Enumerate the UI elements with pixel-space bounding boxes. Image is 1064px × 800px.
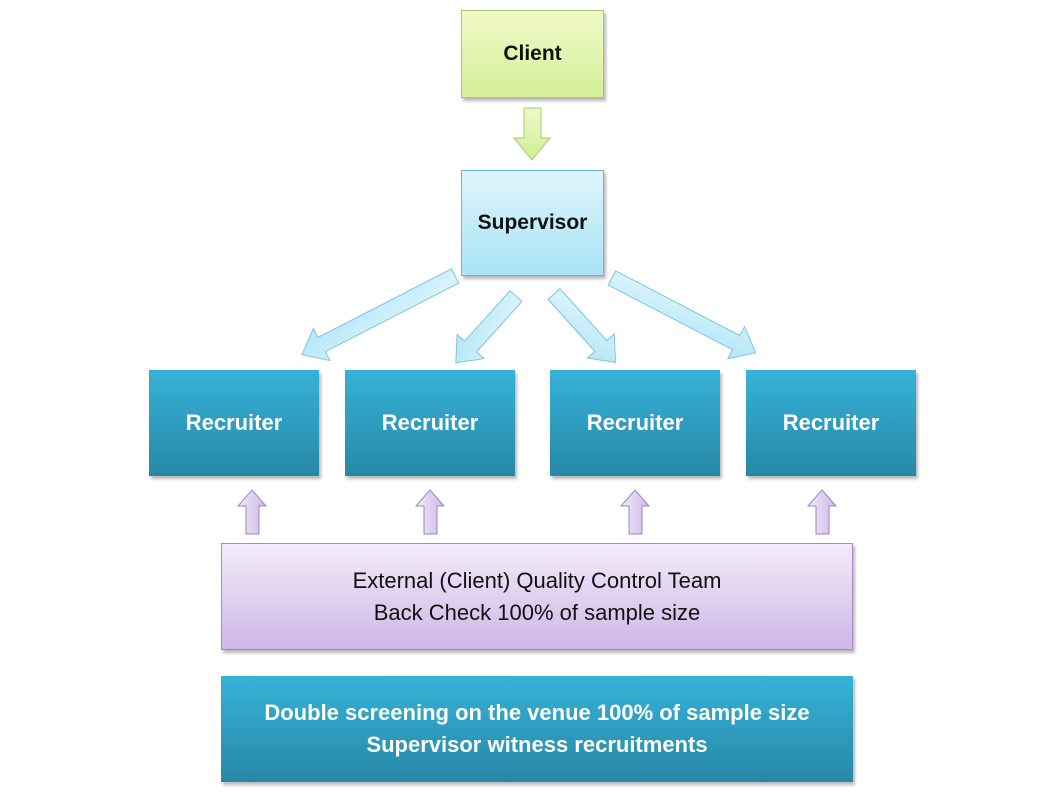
screening-node: Double screening on the venue 100% of sa…: [221, 676, 853, 782]
arrow-diagonal-icon: [455, 289, 523, 364]
recruiter-label: Recruiter: [381, 410, 479, 435]
supervisor-node: Supervisor: [461, 170, 604, 276]
client-label: Client: [503, 42, 562, 65]
recruiter-node-3: Recruiter: [550, 370, 720, 476]
arrow-up-icon: [414, 489, 446, 535]
recruiter-label: Recruiter: [782, 410, 880, 435]
recruiter-label: Recruiter: [586, 410, 684, 435]
arrow-diagonal-icon: [547, 287, 617, 363]
client-node: Client: [461, 10, 604, 98]
recruiter-node-1: Recruiter: [149, 370, 319, 476]
recruiter-node-2: Recruiter: [345, 370, 515, 476]
arrow-up-icon: [806, 489, 838, 535]
arrow-up-icon: [619, 489, 651, 535]
quality-control-line-2: Back Check 100% of sample size: [373, 599, 701, 625]
arrow-diagonal-icon: [301, 268, 460, 362]
screening-line-1: Double screening on the venue 100% of sa…: [264, 700, 810, 726]
quality-control-node: External (Client) Quality Control Team B…: [221, 543, 853, 650]
supervisor-label: Supervisor: [477, 211, 588, 234]
screening-line-2: Supervisor witness recruitments: [366, 732, 708, 757]
arrow-down-icon: [512, 107, 552, 161]
recruiter-label: Recruiter: [185, 410, 283, 435]
recruiter-node-4: Recruiter: [746, 370, 916, 476]
arrow-up-icon: [236, 489, 268, 535]
arrow-diagonal-icon: [607, 270, 757, 360]
quality-control-line-1: External (Client) Quality Control Team: [352, 567, 722, 593]
